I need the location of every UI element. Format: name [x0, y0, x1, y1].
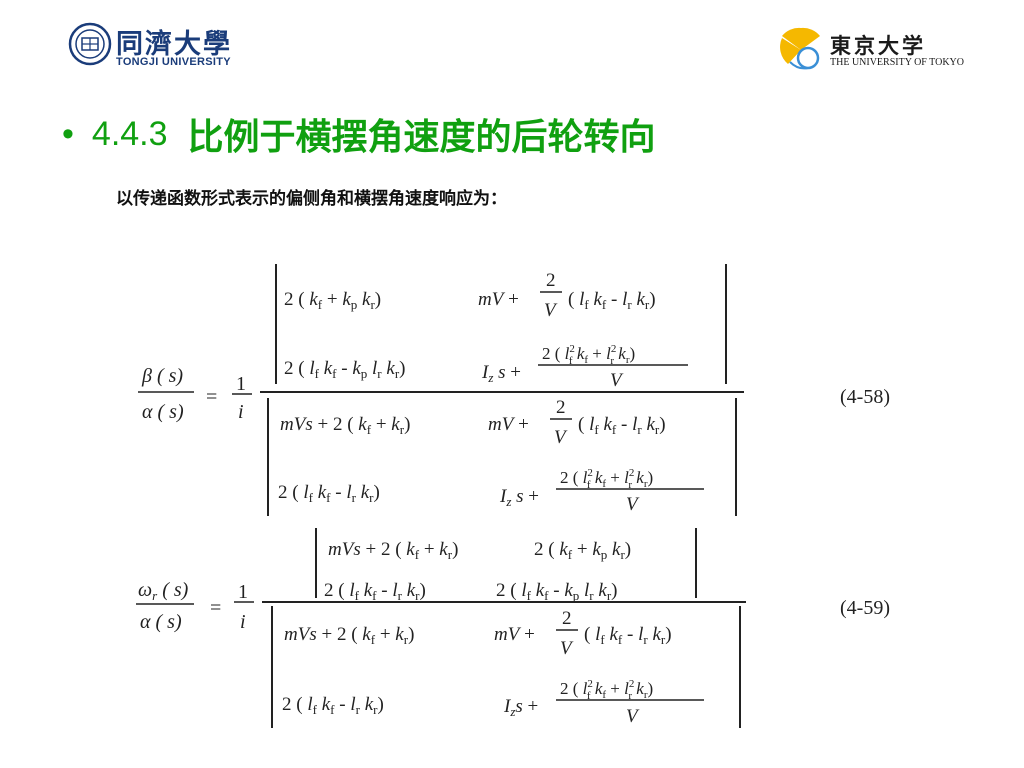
section-number: 4.4.3	[91, 114, 168, 153]
lhs-fraction: β ( s) α ( s)	[138, 365, 194, 423]
svg-text:mV +: mV +	[494, 624, 535, 645]
tongji-name-cn: 同濟大學	[116, 29, 232, 60]
equation-label: (4-59)	[840, 597, 890, 619]
equation-4-58: β ( s) α ( s) = 1 i 2 ( kf + kp kr) mV +…	[138, 264, 890, 516]
svg-text:2 ( lf kf - lr kr): 2 ( lf kf - lr kr)	[324, 580, 426, 603]
svg-text:2 ( l2f kf + l2r kr): 2 ( l2f kf + l2r kr)	[560, 467, 653, 491]
svg-text:V: V	[544, 300, 558, 321]
numerator-determinant: 2 ( kf + kp kr) mV + 2 V ( lf kf - lr kr…	[275, 264, 727, 391]
svg-text:mVs + 2 ( kf + kr): mVs + 2 ( kf + kr)	[284, 624, 414, 647]
tongji-name-en: TONGJI UNIVERSITY	[116, 56, 231, 68]
svg-text:Iz s +: Iz s +	[481, 362, 521, 385]
svg-text:V: V	[626, 706, 640, 727]
svg-text:2: 2	[546, 270, 556, 291]
svg-text:2 ( kf + kp kr): 2 ( kf + kp kr)	[284, 289, 381, 312]
denominator-determinant: mVs + 2 ( kf + kr) mV + 2 V ( lf kf - lr…	[267, 397, 737, 516]
svg-text:V: V	[554, 427, 568, 448]
svg-text:α ( s): α ( s)	[140, 611, 182, 633]
svg-text:β ( s): β ( s)	[141, 365, 183, 387]
svg-text:Izs +: Izs +	[503, 696, 538, 719]
svg-text:i: i	[238, 401, 244, 423]
svg-text:( lf kf - lr kr): ( lf kf - lr kr)	[568, 289, 656, 312]
svg-text:1: 1	[238, 581, 248, 603]
svg-text:mV +: mV +	[488, 414, 529, 435]
svg-text:( lf kf - lr kr): ( lf kf - lr kr)	[578, 414, 666, 437]
svg-text:2: 2	[556, 397, 566, 418]
university-of-tokyo-logo: 東京大学 THE UNIVERSITY OF TOKYO	[778, 26, 978, 76]
tongji-seal-icon	[68, 22, 112, 66]
numerator-determinant: mVs + 2 ( kf + kr) 2 ( kf + kp kr) 2 ( l…	[315, 528, 697, 603]
coefficient-fraction: 1 i	[232, 373, 252, 423]
svg-text:2: 2	[562, 608, 572, 629]
tongji-university-logo: 同濟大學 TONGJI UNIVERSITY	[68, 22, 268, 74]
svg-text:1: 1	[236, 373, 246, 395]
tokyo-name-cn: 東京大学	[830, 33, 926, 58]
equation-label: (4-58)	[840, 386, 890, 408]
svg-text:V: V	[626, 494, 640, 515]
svg-text:α ( s): α ( s)	[142, 401, 184, 423]
section-title: 比例于横摆角速度的后轮转向	[187, 117, 656, 158]
section-heading: • 4.4.3 比例于横摆角速度的后轮转向	[62, 108, 656, 160]
svg-text:2 ( lf kf - kp lr kr): 2 ( lf kf - kp lr kr)	[496, 580, 617, 603]
denominator-determinant: mVs + 2 ( kf + kr) mV + 2 V ( lf kf - lr…	[271, 606, 741, 728]
equation-4-59: ωr ( s) α ( s) = 1 i mVs + 2 ( kf + kr) …	[136, 528, 890, 728]
ginkgo-leaf-icon	[780, 27, 820, 70]
svg-text:2 ( lf kf - kp lr kr): 2 ( lf kf - kp lr kr)	[284, 358, 405, 381]
svg-text:Iz s +: Iz s +	[499, 486, 539, 509]
svg-text:mV +: mV +	[478, 289, 519, 310]
lhs-fraction: ωr ( s) α ( s)	[136, 579, 194, 633]
svg-text:2 ( lf kf - lr kr): 2 ( lf kf - lr kr)	[282, 694, 384, 717]
svg-text:mVs + 2 ( kf + kr): mVs + 2 ( kf + kr)	[280, 414, 410, 437]
tokyo-name-en: THE UNIVERSITY OF TOKYO	[830, 57, 964, 68]
svg-text:( lf kf - lr kr): ( lf kf - lr kr)	[584, 624, 672, 647]
svg-text:V: V	[560, 638, 574, 659]
svg-text:V: V	[610, 370, 624, 391]
equals-sign: =	[206, 386, 217, 408]
svg-text:mVs + 2 ( kf + kr): mVs + 2 ( kf + kr)	[328, 539, 458, 562]
svg-text:i: i	[240, 611, 246, 633]
bullet-icon: •	[62, 114, 74, 153]
coefficient-fraction: 1 i	[234, 581, 254, 633]
equals-sign: =	[210, 597, 221, 619]
svg-text:2 ( lf kf - lr kr): 2 ( lf kf - lr kr)	[278, 482, 380, 505]
svg-text:ωr ( s): ωr ( s)	[138, 579, 189, 603]
svg-text:2 ( kf + kp kr): 2 ( kf + kp kr)	[534, 539, 631, 562]
intro-text: 以传递函数形式表示的偏侧角和横摆角速度响应为：	[116, 189, 507, 209]
svg-text:2 ( l2f kf + l2r kr): 2 ( l2f kf + l2r kr)	[560, 678, 653, 702]
svg-text:2 ( l2f kf + l2r kr): 2 ( l2f kf + l2r kr)	[542, 343, 635, 367]
